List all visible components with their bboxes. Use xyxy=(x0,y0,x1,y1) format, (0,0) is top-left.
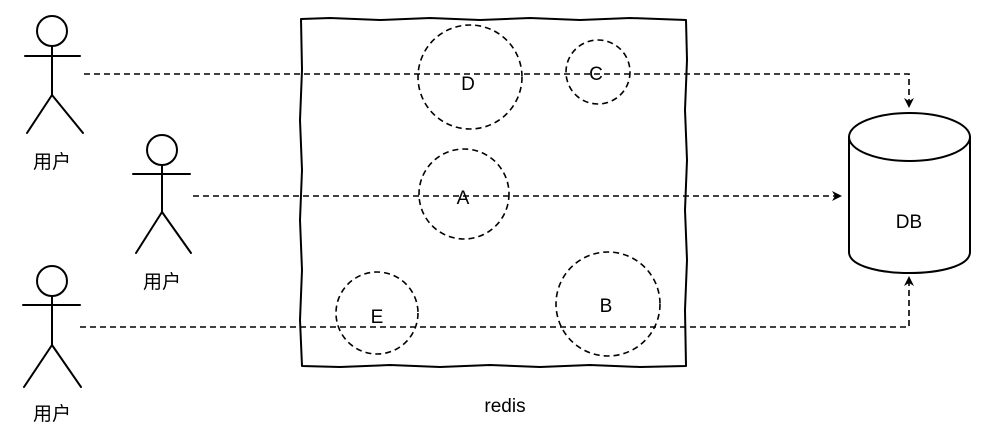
request-arrow-3 xyxy=(80,276,914,328)
stick-figure-icon xyxy=(24,15,84,134)
cache-key-e: E xyxy=(335,271,419,355)
cache-key-c: C xyxy=(565,39,631,105)
user-label: 用户 xyxy=(33,151,71,173)
redis-cache-box xyxy=(299,17,688,368)
cache-key-b: B xyxy=(555,251,661,357)
cache-key-a: A xyxy=(418,148,510,240)
database-cylinder: DB xyxy=(848,112,971,274)
user-label: 用户 xyxy=(33,403,71,425)
request-arrow-1 xyxy=(84,73,914,108)
user-figure-3: 用户 xyxy=(22,265,82,425)
cache-key-d: D xyxy=(417,24,523,130)
cache-key-label: B xyxy=(600,296,613,317)
cache-key-label: D xyxy=(461,74,475,95)
stick-figure-icon xyxy=(22,265,82,388)
cache-key-label: E xyxy=(371,307,384,328)
database-icon xyxy=(848,112,971,274)
user-label: 用户 xyxy=(143,271,181,293)
user-figure-2: 用户 xyxy=(132,134,192,293)
user-figure-1: 用户 xyxy=(24,15,84,173)
database-label: DB xyxy=(896,212,922,233)
cache-key-label: A xyxy=(457,188,470,209)
stick-figure-icon xyxy=(132,134,192,254)
redis-label: redis xyxy=(484,396,525,417)
